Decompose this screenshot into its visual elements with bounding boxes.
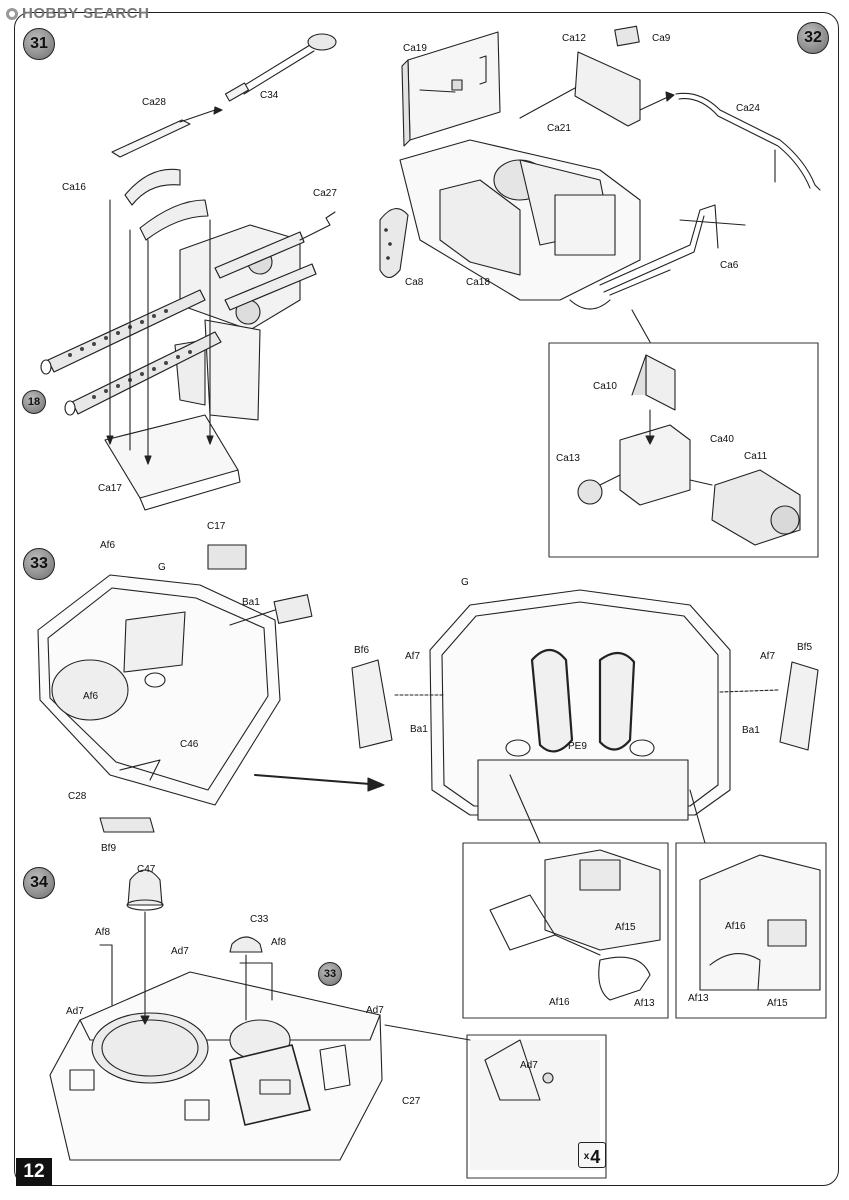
label-Ad7-inset: Ad7: [520, 1060, 538, 1071]
label-Ca8: Ca8: [405, 277, 424, 288]
label-Ca13: Ca13: [556, 453, 580, 464]
label-Ba1-right: Ba1: [742, 725, 760, 736]
label-C28: C28: [68, 791, 87, 802]
step33-arrow: [254, 774, 385, 792]
label-Ca9: Ca9: [652, 33, 671, 44]
label-Ca12: Ca12: [562, 33, 586, 44]
label-Ba1-left: Ba1: [242, 597, 260, 608]
label-Ca27: Ca27: [313, 188, 337, 199]
step34-drawing: [49, 869, 607, 1179]
label-Ca16: Ca16: [62, 182, 86, 193]
label-Ca18: Ca18: [466, 277, 490, 288]
quantity-badge: x 4: [578, 1142, 606, 1168]
label-Af15-inset: Af15: [615, 922, 636, 933]
label-Ad7-right: Ad7: [366, 1005, 384, 1016]
label-Af13-inset: Af13: [634, 998, 655, 1009]
label-Ca28: Ca28: [142, 97, 166, 108]
page-number: 12: [16, 1158, 52, 1186]
quantity-prefix: x: [583, 1151, 590, 1162]
label-Ca40: Ca40: [710, 434, 734, 445]
step-33-badge: 33: [23, 548, 55, 580]
label-Bf9: Bf9: [101, 843, 117, 854]
label-Af7-left: Af7: [405, 651, 421, 662]
step33-left-drawing: [37, 544, 313, 833]
label-C33: C33: [250, 914, 269, 925]
label-Af13-inset-right: Af13: [688, 993, 709, 1004]
label-Ca10: Ca10: [593, 381, 617, 392]
label-Ca19: Ca19: [403, 43, 427, 54]
label-Af8-right: Af8: [271, 937, 287, 948]
step32-drawing: [379, 25, 821, 343]
watermark: HOBBY SEARCH: [6, 5, 149, 22]
label-C34: C34: [260, 90, 279, 101]
label-C46: C46: [180, 739, 199, 750]
label-Af7-right: Af7: [760, 651, 776, 662]
step33-inset-left: [462, 842, 669, 1019]
step-31-badge: 31: [23, 28, 55, 60]
label-Af6-mid: Af6: [83, 691, 99, 702]
label-Ca24: Ca24: [736, 103, 760, 114]
label-G-left: G: [158, 562, 166, 573]
label-Ca6: Ca6: [720, 260, 739, 271]
label-C27: C27: [402, 1096, 421, 1107]
label-G-right: G: [461, 577, 469, 588]
step-34-badge: 34: [23, 867, 55, 899]
quantity-count: 4: [590, 1147, 601, 1167]
label-Af16-inset-right: Af16: [725, 921, 746, 932]
page-frame: [14, 12, 839, 1186]
label-PE9: PE9: [568, 741, 587, 752]
label-Bf6: Bf6: [354, 645, 370, 656]
label-Bf5: Bf5: [797, 642, 813, 653]
watermark-logo-icon: [6, 7, 18, 20]
label-Ad7-left: Ad7: [66, 1006, 84, 1017]
step32-inset: [548, 342, 819, 558]
label-Ca21: Ca21: [547, 123, 571, 134]
step31-drawing: [40, 33, 337, 511]
step33-right-drawing: [351, 589, 819, 844]
label-Af15-inset-right: Af15: [767, 998, 788, 1009]
label-Af16-inset: Af16: [549, 997, 570, 1008]
step-32-badge: 32: [797, 22, 829, 54]
watermark-text: HOBBY SEARCH: [22, 5, 150, 22]
label-Af8-left: Af8: [95, 927, 111, 938]
step-18-reference-badge: 18: [22, 390, 46, 414]
label-Ad7-top: Ad7: [171, 946, 189, 957]
step-33-reference-badge: 33: [318, 962, 342, 986]
label-Ca17: Ca17: [98, 483, 122, 494]
label-Ba1-center-left: Ba1: [410, 724, 428, 735]
label-C47: C47: [137, 864, 156, 875]
label-C17: C17: [207, 521, 226, 532]
label-Ca11: Ca11: [744, 451, 768, 462]
label-Af6-top: Af6: [100, 540, 116, 551]
step33-inset-right: [675, 842, 827, 1019]
